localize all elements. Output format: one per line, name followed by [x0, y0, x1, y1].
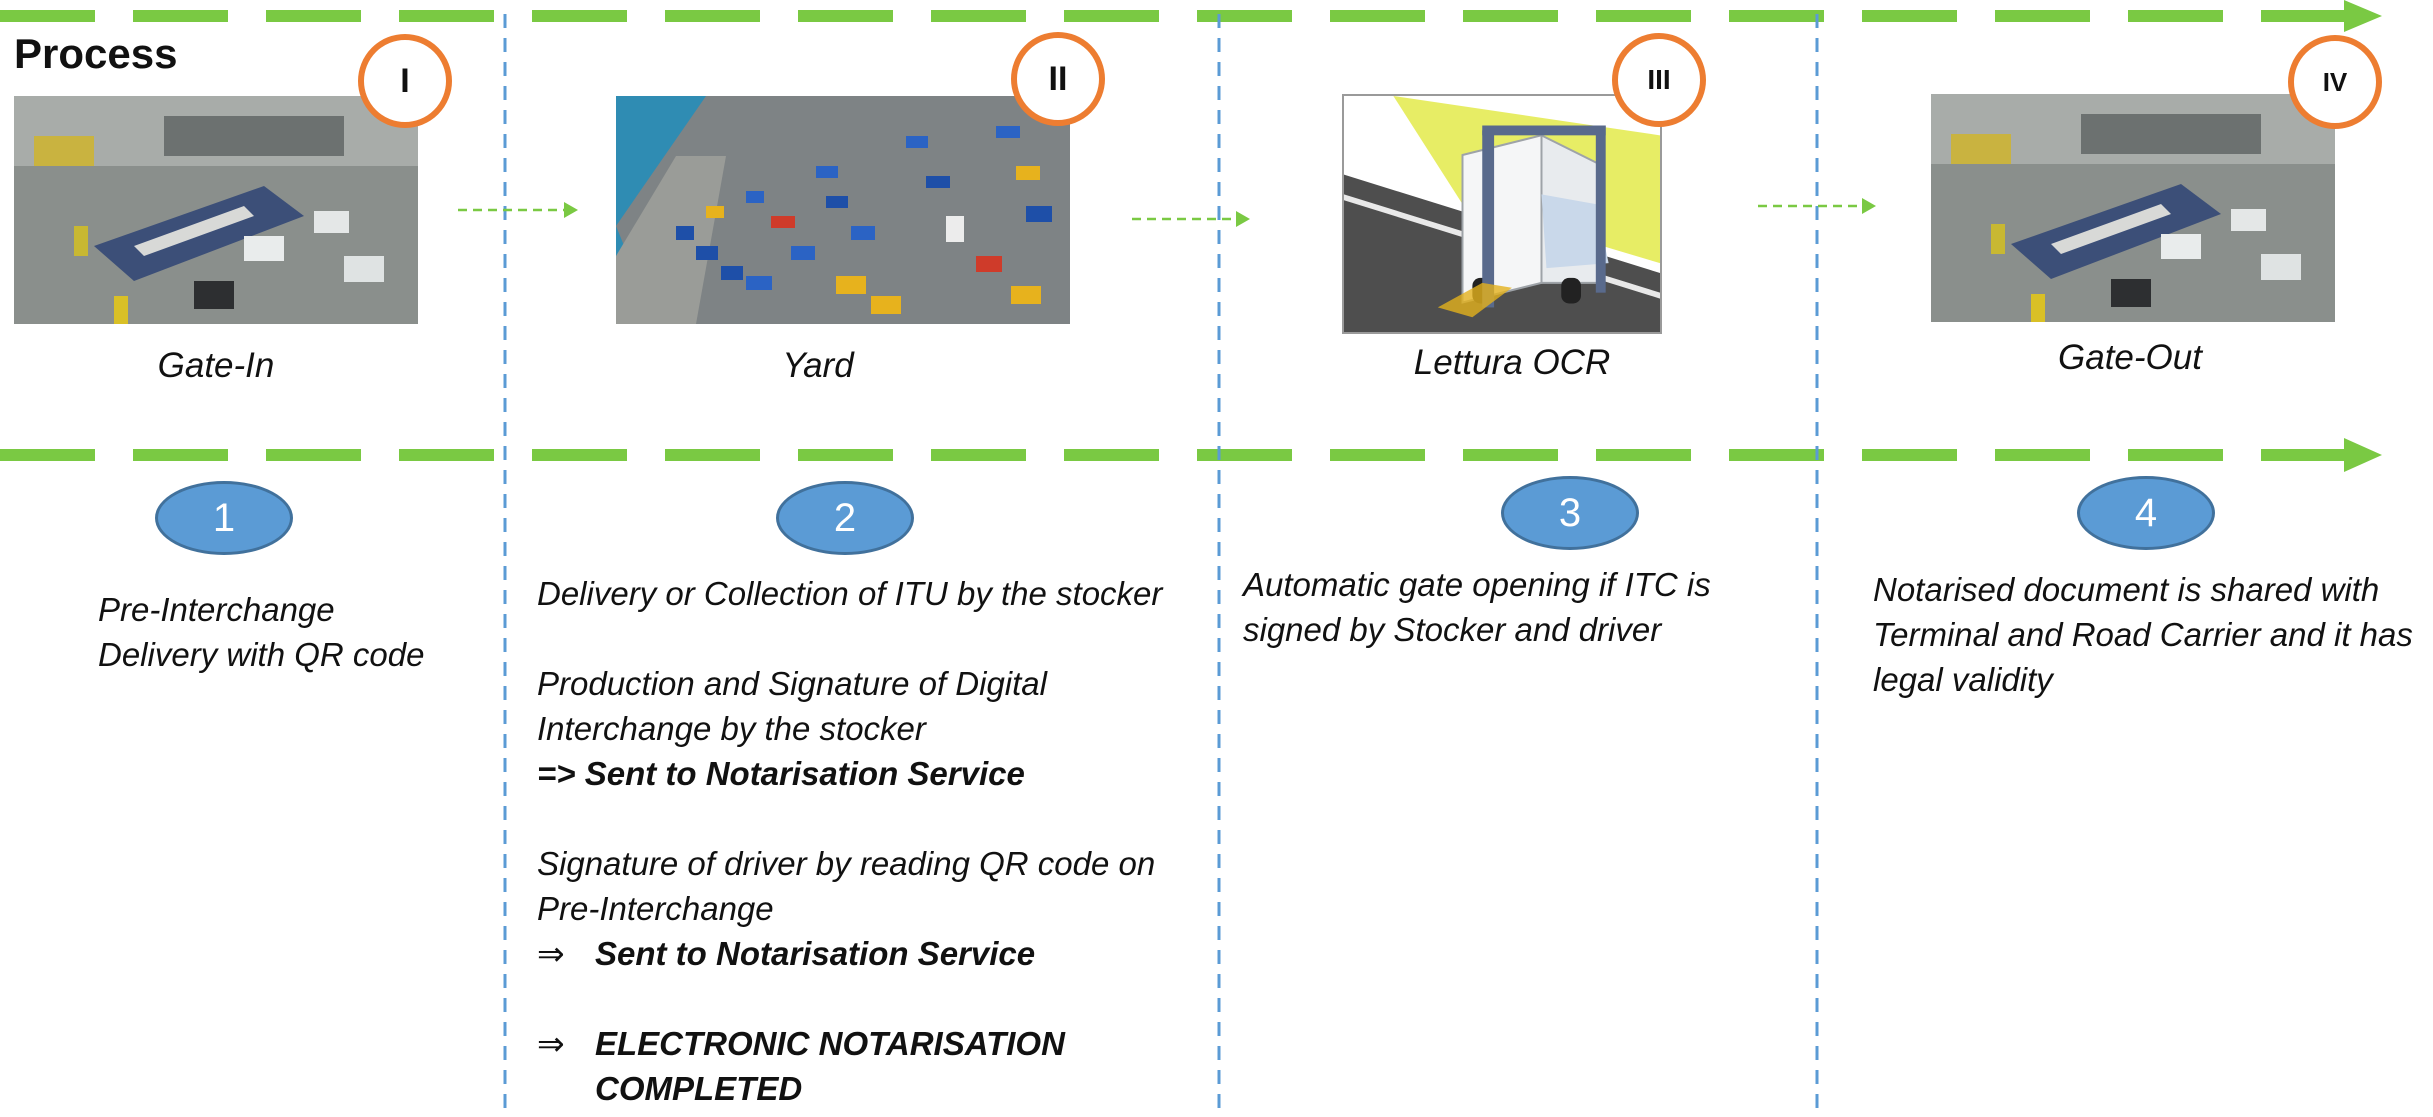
top-timeline-arrowhead	[2344, 0, 2382, 32]
flow-arrowhead-3	[1862, 198, 1876, 214]
step-number: 1	[212, 495, 236, 540]
step-4-description: Notarised document is shared with Termin…	[1873, 567, 2433, 702]
description-line: Pre-Interchange	[98, 591, 335, 628]
stage-caption-gate-out: Gate-Out	[2058, 338, 2202, 377]
description-line: Interchange by the stocker	[537, 710, 926, 747]
step-2-description: Delivery or Collection of ITU by the sto…	[537, 571, 1217, 1111]
page-title: Process	[14, 30, 178, 77]
description-line: Delivery or Collection of ITU by the sto…	[537, 575, 1163, 612]
implies-arrow-icon: ⇒	[537, 1025, 565, 1062]
description-line-bold: Sent to Notarisation Service	[595, 935, 1036, 972]
stage-roman-badge: IV	[2288, 35, 2382, 129]
description-line: Production and Signature of Digital	[537, 665, 1047, 702]
step-number: 3	[1558, 490, 1582, 535]
stage-roman-badge: II	[1011, 32, 1105, 126]
flow-arrowhead-2	[1236, 211, 1250, 227]
description-line-bold: ELECTRONIC NOTARISATION	[595, 1025, 1065, 1062]
stage-roman-label: III	[1647, 64, 1671, 95]
stage-roman-badge: I	[358, 34, 452, 128]
flow-arrowhead-1	[564, 202, 578, 218]
implies-arrow-icon: ⇒	[537, 935, 565, 972]
description-line: Delivery with QR code	[98, 636, 425, 673]
step-number-oval: 2	[776, 481, 914, 555]
description-line: signed by Stocker and driver	[1243, 611, 1662, 648]
stage-roman-label: IV	[2322, 66, 2348, 97]
description-line: Pre-Interchange	[537, 890, 774, 927]
step-number: 2	[833, 495, 857, 540]
completed-block: ELECTRONIC NOTARISATION COMPLETED	[595, 1021, 1065, 1111]
step-3-description: Automatic gate opening if ITC is signed …	[1243, 562, 1803, 652]
step-1-description: Pre-Interchange Delivery with QR code	[98, 587, 498, 677]
step-number-oval: 3	[1501, 476, 1639, 550]
stage-roman-label: I	[400, 61, 410, 100]
description-line: Terminal and Road Carrier and it has	[1873, 616, 2413, 653]
middle-timeline-arrowhead	[2344, 438, 2382, 472]
description-line-bold: => Sent to Notarisation Service	[537, 755, 1025, 792]
gate-out-photo	[1931, 94, 2335, 322]
step-number-oval: 1	[155, 481, 293, 555]
yard-photo	[616, 96, 1070, 324]
description-line: Signature of driver by reading QR code o…	[537, 845, 1156, 882]
step-number: 4	[2134, 490, 2158, 535]
description-line-bold: COMPLETED	[595, 1070, 803, 1107]
description-line: Automatic gate opening if ITC is	[1243, 566, 1711, 603]
stage-caption-yard: Yard	[782, 346, 854, 385]
stage-caption-lettura-ocr: Lettura OCR	[1413, 343, 1611, 382]
stage-roman-badge: III	[1612, 33, 1706, 127]
arrow-bullet-line: ⇒ ELECTRONIC NOTARISATION COMPLETED	[537, 1021, 1217, 1111]
stage-roman-label: II	[1048, 59, 1068, 98]
gate-in-photo	[14, 96, 418, 324]
step-number-oval: 4	[2077, 476, 2215, 550]
description-line: Notarised document is shared with	[1873, 571, 2380, 608]
stage-caption-gate-in: Gate-In	[157, 346, 275, 385]
description-line: legal validity	[1873, 661, 2053, 698]
ocr-truck-illustration	[1342, 94, 1662, 334]
arrow-bullet-line: ⇒ Sent to Notarisation Service	[537, 931, 1217, 976]
